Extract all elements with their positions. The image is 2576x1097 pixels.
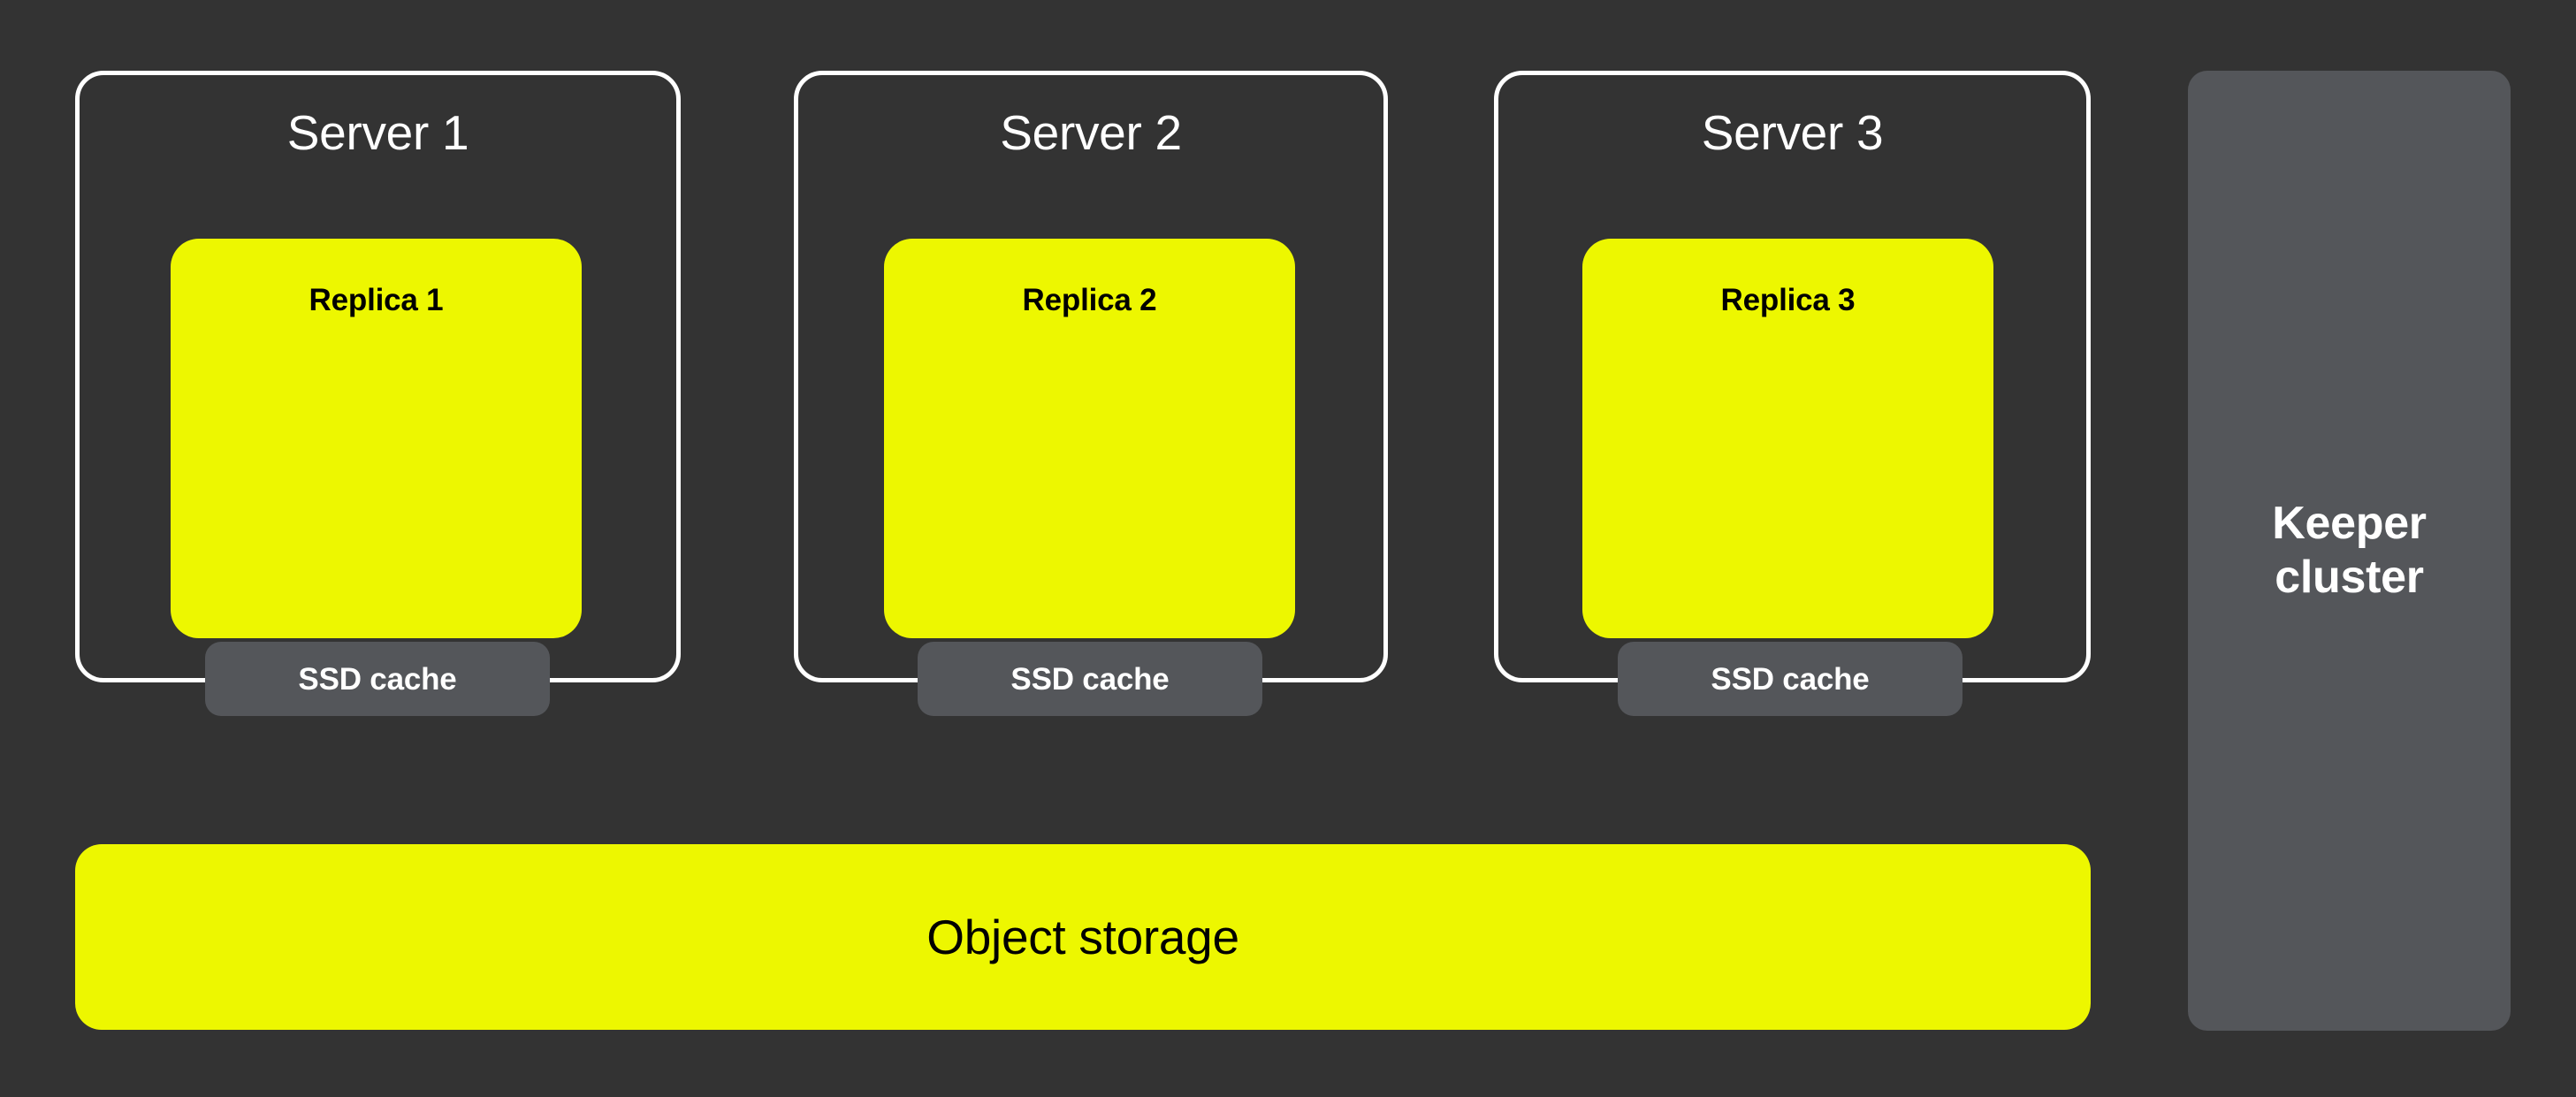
keeper-cluster-block: Keeper cluster <box>2188 71 2511 1031</box>
ssd-cache-label-3: SSD cache <box>1711 661 1870 697</box>
replica-block-3: Replica 3 <box>1582 239 1993 638</box>
ssd-cache-chip-3: SSD cache <box>1618 642 1962 716</box>
replica-label-2: Replica 2 <box>1022 283 1157 317</box>
replica-label-3: Replica 3 <box>1720 283 1856 317</box>
server-title-2: Server 2 <box>1000 105 1182 160</box>
keeper-cluster-label: Keeper cluster <box>2272 497 2427 603</box>
ssd-cache-label-2: SSD cache <box>1010 661 1170 697</box>
replica-block-1: Replica 1 <box>171 239 582 638</box>
server-title-3: Server 3 <box>1701 105 1884 160</box>
ssd-cache-label-1: SSD cache <box>298 661 457 697</box>
server-title-1: Server 1 <box>286 105 469 160</box>
object-storage-block: Object storage <box>75 844 2091 1030</box>
replica-label-1: Replica 1 <box>309 283 444 317</box>
ssd-cache-chip-1: SSD cache <box>205 642 550 716</box>
ssd-cache-chip-2: SSD cache <box>918 642 1262 716</box>
replica-block-2: Replica 2 <box>884 239 1295 638</box>
object-storage-label: Object storage <box>926 909 1239 964</box>
